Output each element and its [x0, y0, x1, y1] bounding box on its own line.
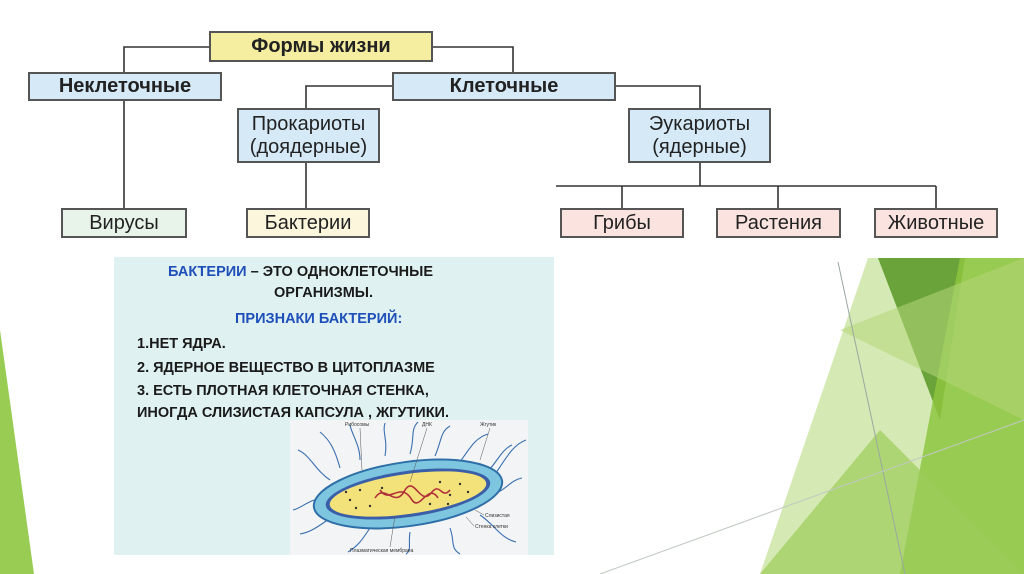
label-ribosomes: Рибосомы — [345, 422, 370, 428]
label-dna: ДНК — [422, 422, 432, 428]
fungi-box: Грибы — [560, 208, 684, 238]
label-membrane: Плазматическая мембрана — [350, 548, 414, 554]
panel-item-1: 1.НЕТ ЯДРА. — [137, 336, 226, 352]
cellular-box: Клеточные — [392, 72, 616, 101]
forms-of-life-box: Формы жизни — [209, 31, 433, 62]
bacteria-box: Бактерии — [246, 208, 370, 238]
eukaryotes-box: Эукариоты (ядерные) — [628, 108, 771, 163]
label-capsule: Слизистая — [485, 513, 510, 519]
prokaryotes-box: Прокариоты (доядерные) — [237, 108, 380, 163]
eukaryotes-sublabel: (ядерные) — [652, 135, 747, 158]
animals-box: Животные — [874, 208, 998, 238]
bacterium-illustration: Рибосомы ДНК Жгутик Слизистая Стенка кле… — [290, 420, 528, 555]
forms-of-life-label: Формы жизни — [251, 35, 391, 57]
label-flagella: Жгутик — [480, 422, 497, 428]
panel-title-highlight: БАКТЕРИИ — [168, 264, 247, 280]
noncellular-box: Неклеточные — [28, 72, 222, 101]
eukaryotes-label: Эукариоты — [648, 112, 751, 135]
prokaryotes-label: Прокариоты — [251, 112, 366, 135]
label-wall: Стенка клетки — [475, 524, 508, 530]
panel-title-line2: ОРГАНИЗМЫ. — [274, 285, 374, 301]
panel-item-3-line1: 3. ЕСТЬ ПЛОТНАЯ КЛЕТОЧНАЯ СТЕНКА, — [137, 383, 429, 399]
viruses-label: Вирусы — [89, 211, 159, 234]
viruses-box: Вирусы — [61, 208, 187, 238]
fungi-label: Грибы — [593, 211, 651, 234]
panel-title: БАКТЕРИИ – ЭТО ОДНОКЛЕТОЧНЫЕ — [168, 264, 433, 280]
panel-item-3-line2: ИНОГДА СЛИЗИСТАЯ КАПСУЛА , ЖГУТИКИ. — [137, 405, 450, 421]
panel-subtitle: ПРИЗНАКИ БАКТЕРИЙ: — [235, 311, 403, 327]
plants-label: Растения — [735, 211, 822, 234]
bacterium-drawing: Рибосомы ДНК Жгутик Слизистая Стенка кле… — [292, 421, 527, 555]
panel-title-rest: – ЭТО ОДНОКЛЕТОЧНЫЕ — [246, 264, 434, 280]
panel-item-2: 2. ЯДЕРНОЕ ВЕЩЕСТВО В ЦИТОПЛАЗМЕ — [137, 360, 435, 376]
animals-label: Животные — [887, 211, 985, 234]
plants-box: Растения — [716, 208, 841, 238]
bacteria-label: Бактерии — [264, 211, 352, 234]
noncellular-label: Неклеточные — [58, 75, 192, 97]
cellular-label: Клеточные — [449, 75, 559, 97]
prokaryotes-sublabel: (доядерные) — [249, 135, 368, 158]
